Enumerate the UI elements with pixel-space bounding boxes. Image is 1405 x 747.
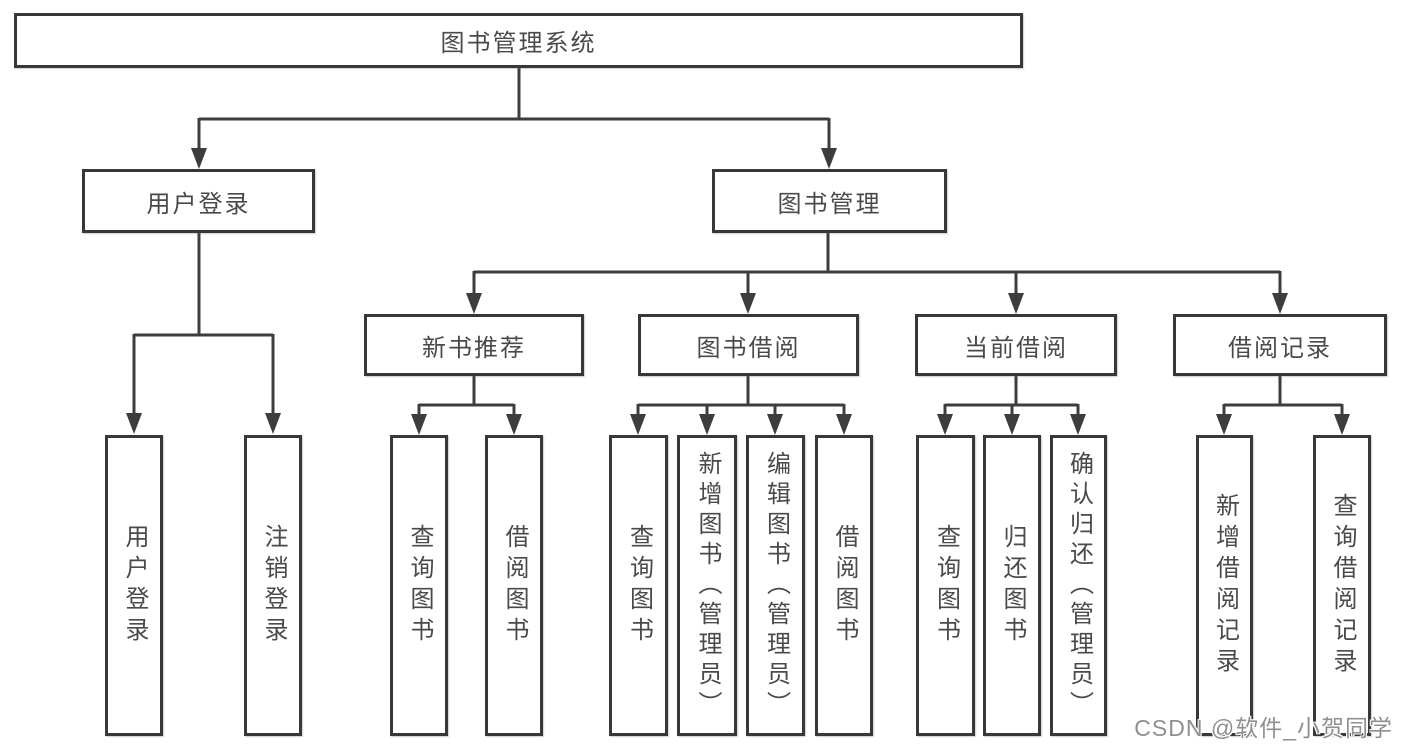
leaf-add-borrow-record-label: 新增借阅记录 bbox=[1211, 492, 1239, 679]
leaf-user-login-label: 用户登录 bbox=[121, 523, 148, 648]
connector-book-borrow-children bbox=[636, 376, 846, 417]
leaf-query-books-recommend-label: 查询图书 bbox=[406, 523, 433, 648]
connector-book-management-children bbox=[472, 233, 1282, 296]
node-book-borrow: 图书借阅 bbox=[638, 314, 859, 376]
node-user-login-label: 用户登录 bbox=[146, 190, 251, 218]
leaf-logout: 注销登录 bbox=[244, 435, 302, 736]
node-book-management-label: 图书管理 bbox=[777, 190, 882, 218]
node-current-borrow-label: 当前借阅 bbox=[964, 334, 1068, 362]
node-book-borrow-label: 图书借阅 bbox=[696, 334, 801, 362]
node-user-login: 用户登录 bbox=[82, 169, 315, 233]
leaf-add-borrow-record: 新增借阅记录 bbox=[1196, 435, 1253, 736]
leaf-query-borrow-record: 查询借阅记录 bbox=[1313, 435, 1371, 736]
leaf-borrow-books-recommend: 借阅图书 bbox=[485, 435, 543, 736]
node-root-label: 图书管理系统 bbox=[440, 30, 597, 57]
leaf-user-login: 用户登录 bbox=[105, 435, 163, 736]
leaf-query-books-recommend: 查询图书 bbox=[390, 435, 448, 736]
connector-root-branches bbox=[197, 68, 831, 152]
connector-borrow-records-children bbox=[1222, 376, 1344, 417]
leaf-borrow-books-label: 借阅图书 bbox=[831, 523, 858, 648]
leaf-add-book-admin-label: 新增图书（管理员） bbox=[694, 450, 721, 721]
connector-new-book-children bbox=[417, 376, 516, 417]
leaf-query-books-borrow: 查询图书 bbox=[609, 435, 668, 736]
leaf-confirm-return-admin: 确认归还（管理员） bbox=[1050, 435, 1107, 736]
connector-user-login-children bbox=[132, 233, 275, 416]
node-book-management: 图书管理 bbox=[712, 169, 947, 233]
leaf-edit-book-admin-label: 编辑图书（管理员） bbox=[762, 450, 790, 721]
leaf-query-books-current-label: 查询图书 bbox=[932, 523, 960, 648]
arrowheads bbox=[126, 148, 1350, 435]
leaf-return-books: 归还图书 bbox=[983, 435, 1041, 736]
leaf-query-books-current: 查询图书 bbox=[916, 435, 975, 736]
leaf-borrow-books-recommend-label: 借阅图书 bbox=[501, 523, 528, 648]
leaf-add-book-admin: 新增图书（管理员） bbox=[677, 435, 737, 736]
connector-current-borrow-children bbox=[943, 376, 1080, 417]
leaf-query-books-borrow-label: 查询图书 bbox=[625, 523, 653, 648]
watermark-text: CSDN @软件_小贺同学 bbox=[1134, 715, 1393, 741]
leaf-query-borrow-record-label: 查询借阅记录 bbox=[1329, 492, 1356, 679]
node-new-book-recommend: 新书推荐 bbox=[364, 314, 584, 376]
node-borrow-records: 借阅记录 bbox=[1173, 314, 1387, 376]
leaf-return-books-label: 归还图书 bbox=[999, 523, 1026, 648]
leaf-edit-book-admin: 编辑图书（管理员） bbox=[746, 435, 805, 736]
leaf-logout-label: 注销登录 bbox=[260, 523, 287, 648]
node-root: 图书管理系统 bbox=[14, 13, 1023, 68]
leaf-confirm-return-admin-label: 确认归还（管理员） bbox=[1065, 450, 1093, 721]
node-current-borrow: 当前借阅 bbox=[915, 314, 1117, 376]
node-borrow-records-label: 借阅记录 bbox=[1228, 334, 1332, 362]
node-new-book-recommend-label: 新书推荐 bbox=[422, 334, 526, 362]
leaf-borrow-books: 借阅图书 bbox=[815, 435, 873, 736]
